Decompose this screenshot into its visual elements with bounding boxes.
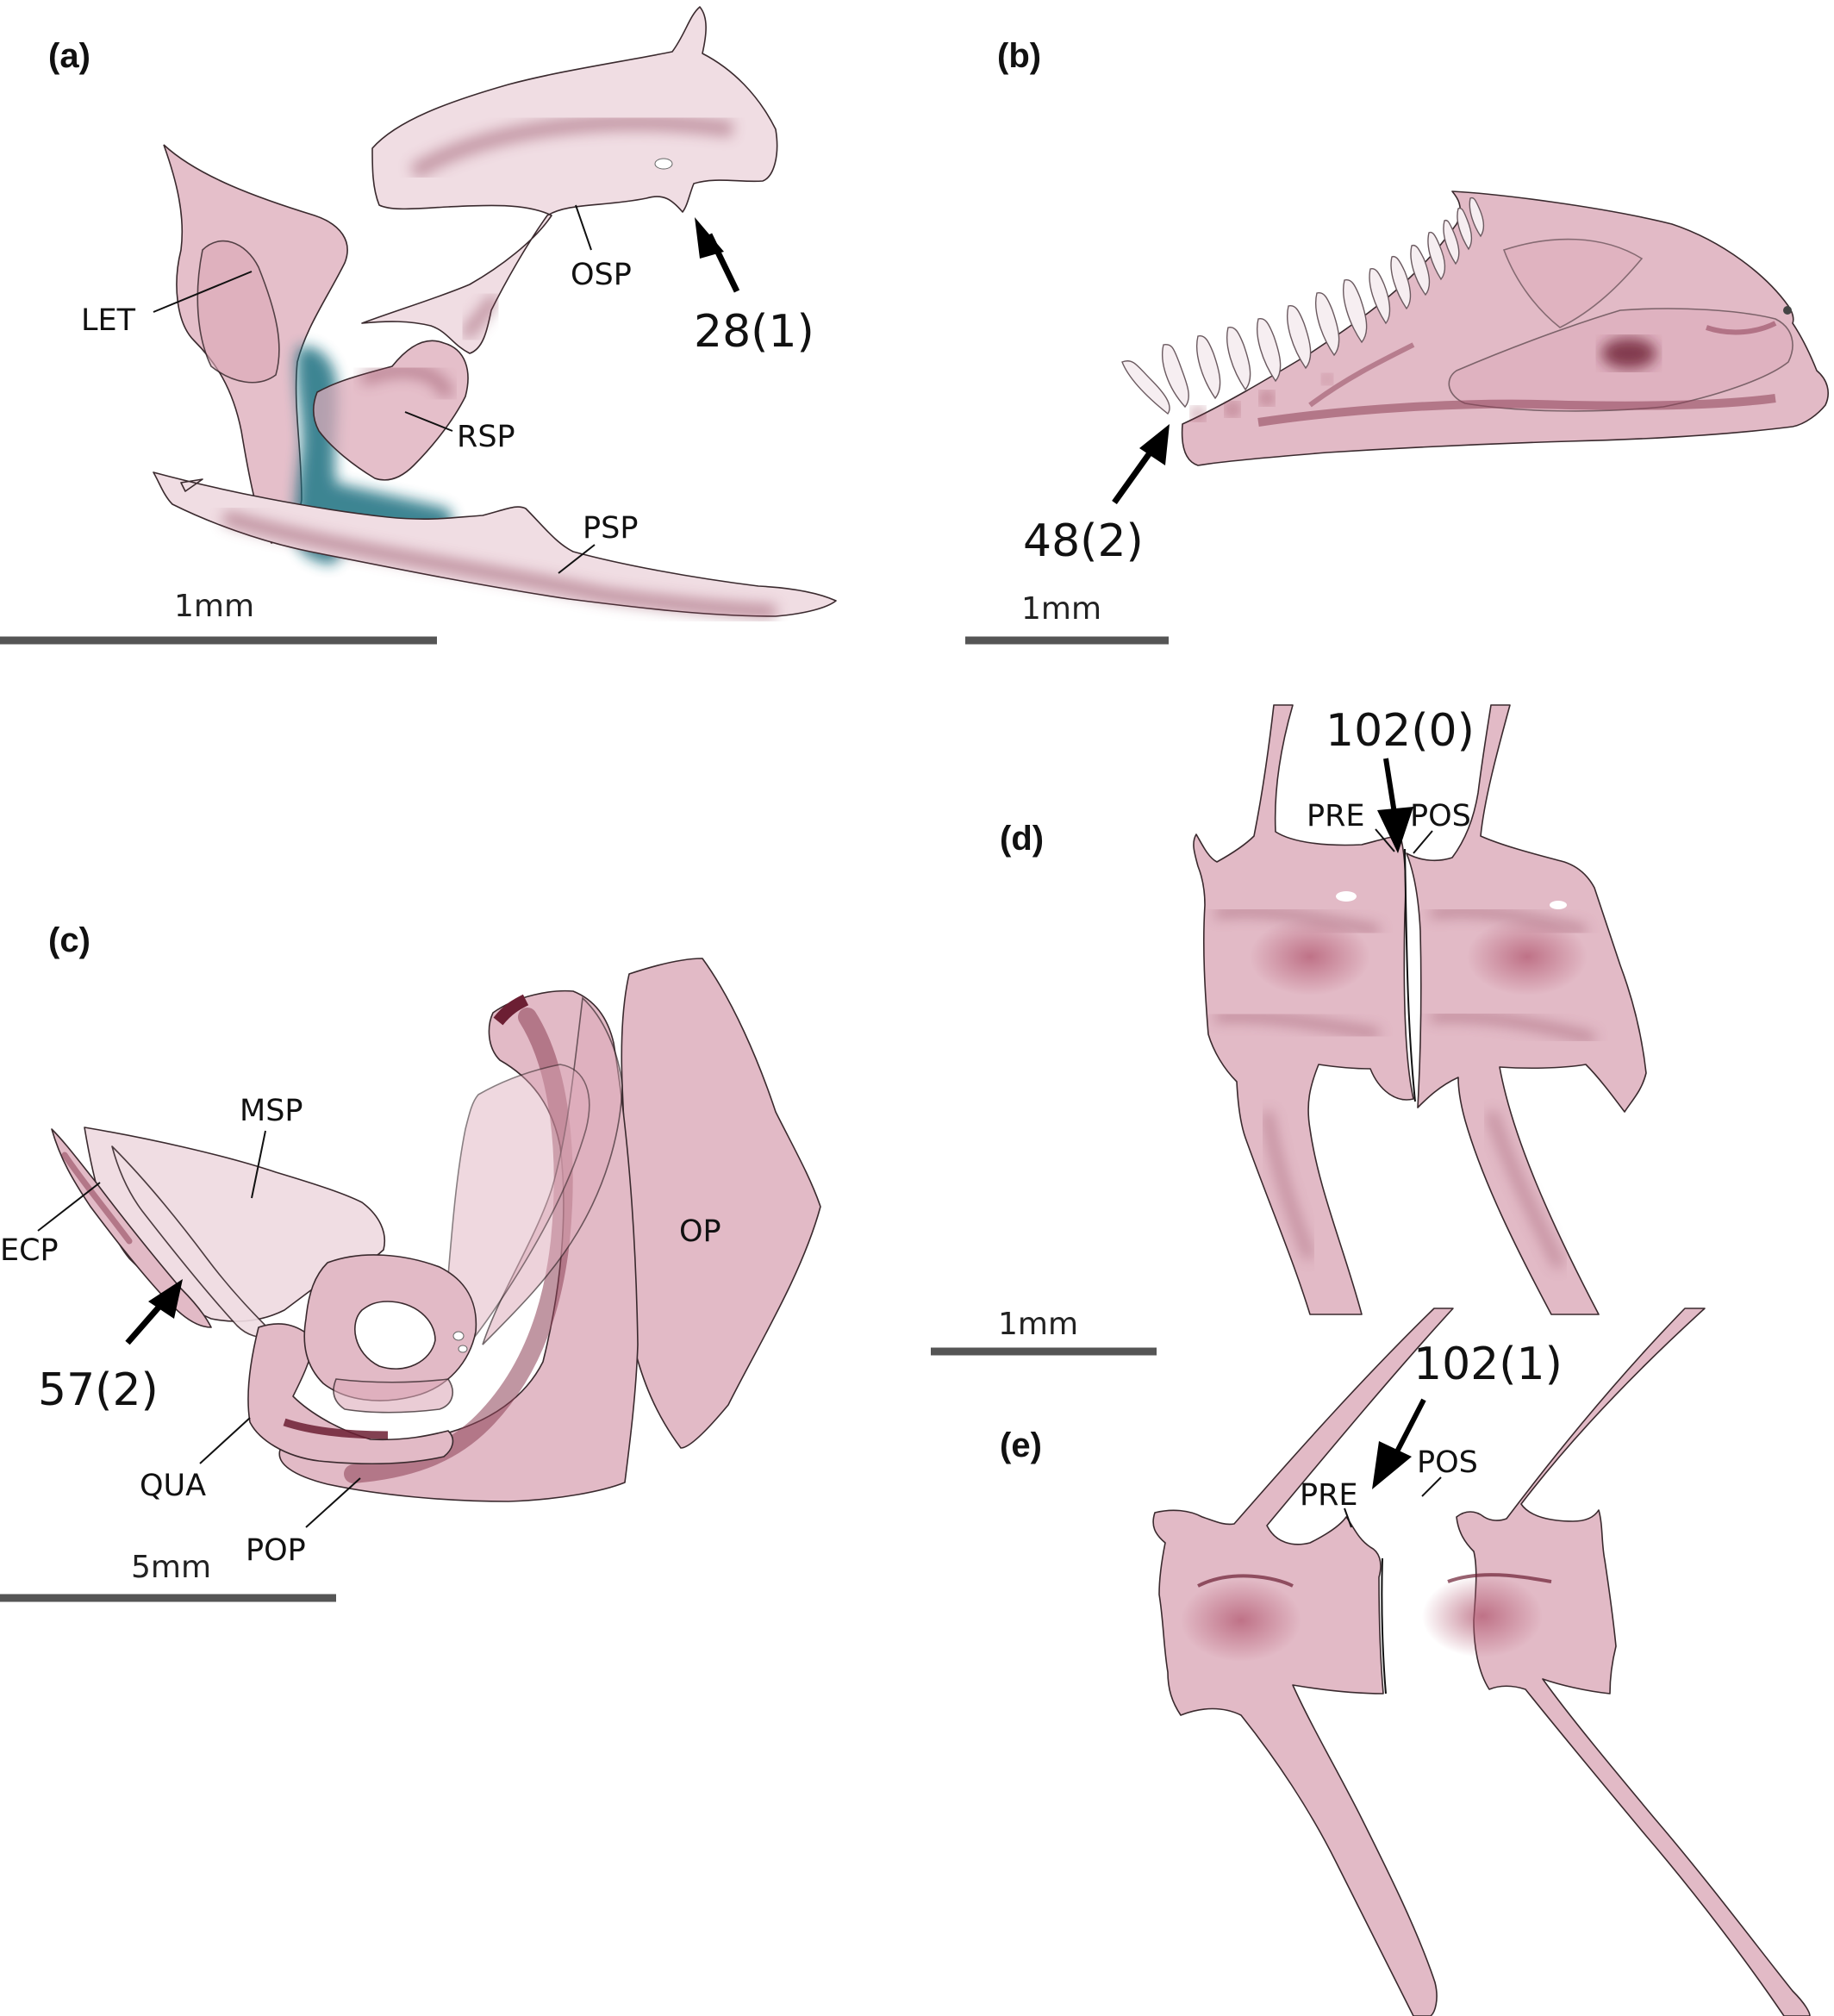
panel-a-letter: (a) bbox=[48, 37, 90, 75]
vertebra-d-right bbox=[1406, 704, 1647, 1315]
panel-d-pre-leader bbox=[1375, 828, 1395, 852]
ecp-label: ECP bbox=[0, 1233, 59, 1268]
foramen-icon bbox=[654, 158, 673, 170]
quadrate-plate bbox=[333, 1378, 453, 1414]
panel-d-pre-label: PRE bbox=[1307, 799, 1365, 833]
arrow-57-shaft bbox=[125, 1299, 166, 1345]
panel-e-pos-label: POS bbox=[1417, 1445, 1478, 1480]
character-102-1-label: 102(1) bbox=[1413, 1339, 1563, 1390]
qua-label: QUA bbox=[140, 1469, 206, 1503]
character-57-label: 57(2) bbox=[38, 1364, 159, 1416]
msp-inner-plate bbox=[111, 1145, 277, 1339]
psp-bone bbox=[153, 471, 837, 617]
arrow-57-head bbox=[148, 1279, 183, 1319]
pop-posterior-plate bbox=[482, 996, 623, 1345]
panel-d: (d) PRE POS 102(0) 1mm bbox=[931, 704, 1647, 1356]
arrow-48-shaft bbox=[1112, 446, 1156, 505]
msp-leader bbox=[251, 1130, 266, 1199]
arrow-28-head bbox=[695, 217, 724, 259]
arrow-48-head bbox=[1139, 424, 1170, 465]
pop-label: POP bbox=[246, 1533, 306, 1568]
panel-b-letter: (b) bbox=[997, 37, 1041, 75]
let-inner-plate bbox=[196, 240, 280, 384]
panel-e: (e) PRE POS 102(1) bbox=[1000, 1308, 1811, 2016]
ecp-bone bbox=[51, 1128, 212, 1328]
dentary-process-dot bbox=[1783, 306, 1792, 315]
op-bone bbox=[621, 958, 821, 1449]
op-label: OP bbox=[679, 1214, 721, 1249]
panel-e-pre-label: PRE bbox=[1300, 1478, 1358, 1513]
panel-d-pos-label: POS bbox=[1410, 799, 1471, 833]
vertebra-e-left bbox=[1152, 1308, 1454, 2016]
osp-label: OSP bbox=[571, 258, 632, 292]
panel-c-scale-text: 5mm bbox=[131, 1550, 211, 1585]
panel-c-letter: (c) bbox=[48, 921, 90, 959]
let-leader bbox=[153, 271, 253, 313]
arrow-102-1-head bbox=[1372, 1441, 1412, 1489]
psp-leader bbox=[558, 544, 596, 574]
vertebra-d-left bbox=[1193, 704, 1414, 1315]
panel-a-scale-text: 1mm bbox=[174, 589, 254, 624]
arrow-102-1-shaft bbox=[1392, 1398, 1426, 1458]
hyomandibular-bone bbox=[445, 1064, 590, 1359]
panel-e-pos-leader bbox=[1421, 1476, 1442, 1497]
character-28-label: 28(1) bbox=[694, 306, 814, 358]
tooth-base-spots bbox=[1191, 374, 1332, 421]
pop-leader bbox=[305, 1477, 361, 1528]
panel-a: (a) LET OSP RSP PSP 28(1) 1mm bbox=[0, 6, 837, 645]
teeth-row bbox=[1121, 197, 1485, 415]
rsp-leader bbox=[404, 411, 453, 432]
panel-e-pre-leader bbox=[1344, 1507, 1352, 1528]
vertebra-e-right bbox=[1456, 1308, 1811, 2016]
qua-leader bbox=[199, 1417, 251, 1464]
arrow-102-0-head bbox=[1377, 807, 1413, 853]
rsp-label: RSP bbox=[457, 420, 515, 454]
panel-b: (b) bbox=[965, 37, 1829, 645]
psp-label: PSP bbox=[583, 511, 638, 546]
panel-d-pos-leader bbox=[1413, 830, 1433, 854]
rsp-bone bbox=[312, 340, 469, 481]
character-48-label: 48(2) bbox=[1023, 515, 1144, 567]
panel-e-letter: (e) bbox=[1000, 1426, 1042, 1464]
ecp-leader bbox=[37, 1182, 101, 1232]
osp-bone bbox=[361, 6, 778, 354]
coronoid-bone bbox=[1502, 238, 1644, 328]
panel-d-letter: (d) bbox=[1000, 820, 1044, 858]
panel-b-scale-text: 1mm bbox=[1021, 591, 1101, 627]
character-102-0-label: 102(0) bbox=[1326, 705, 1475, 757]
panel-c: (c) MSP ECP OP QUA POP bbox=[0, 921, 821, 1602]
let-label: LET bbox=[81, 303, 136, 338]
panel-d-scale-text: 1mm bbox=[998, 1307, 1078, 1342]
osp-leader bbox=[575, 204, 592, 251]
msp-label: MSP bbox=[240, 1094, 303, 1128]
symplectic-ring bbox=[303, 1254, 477, 1401]
